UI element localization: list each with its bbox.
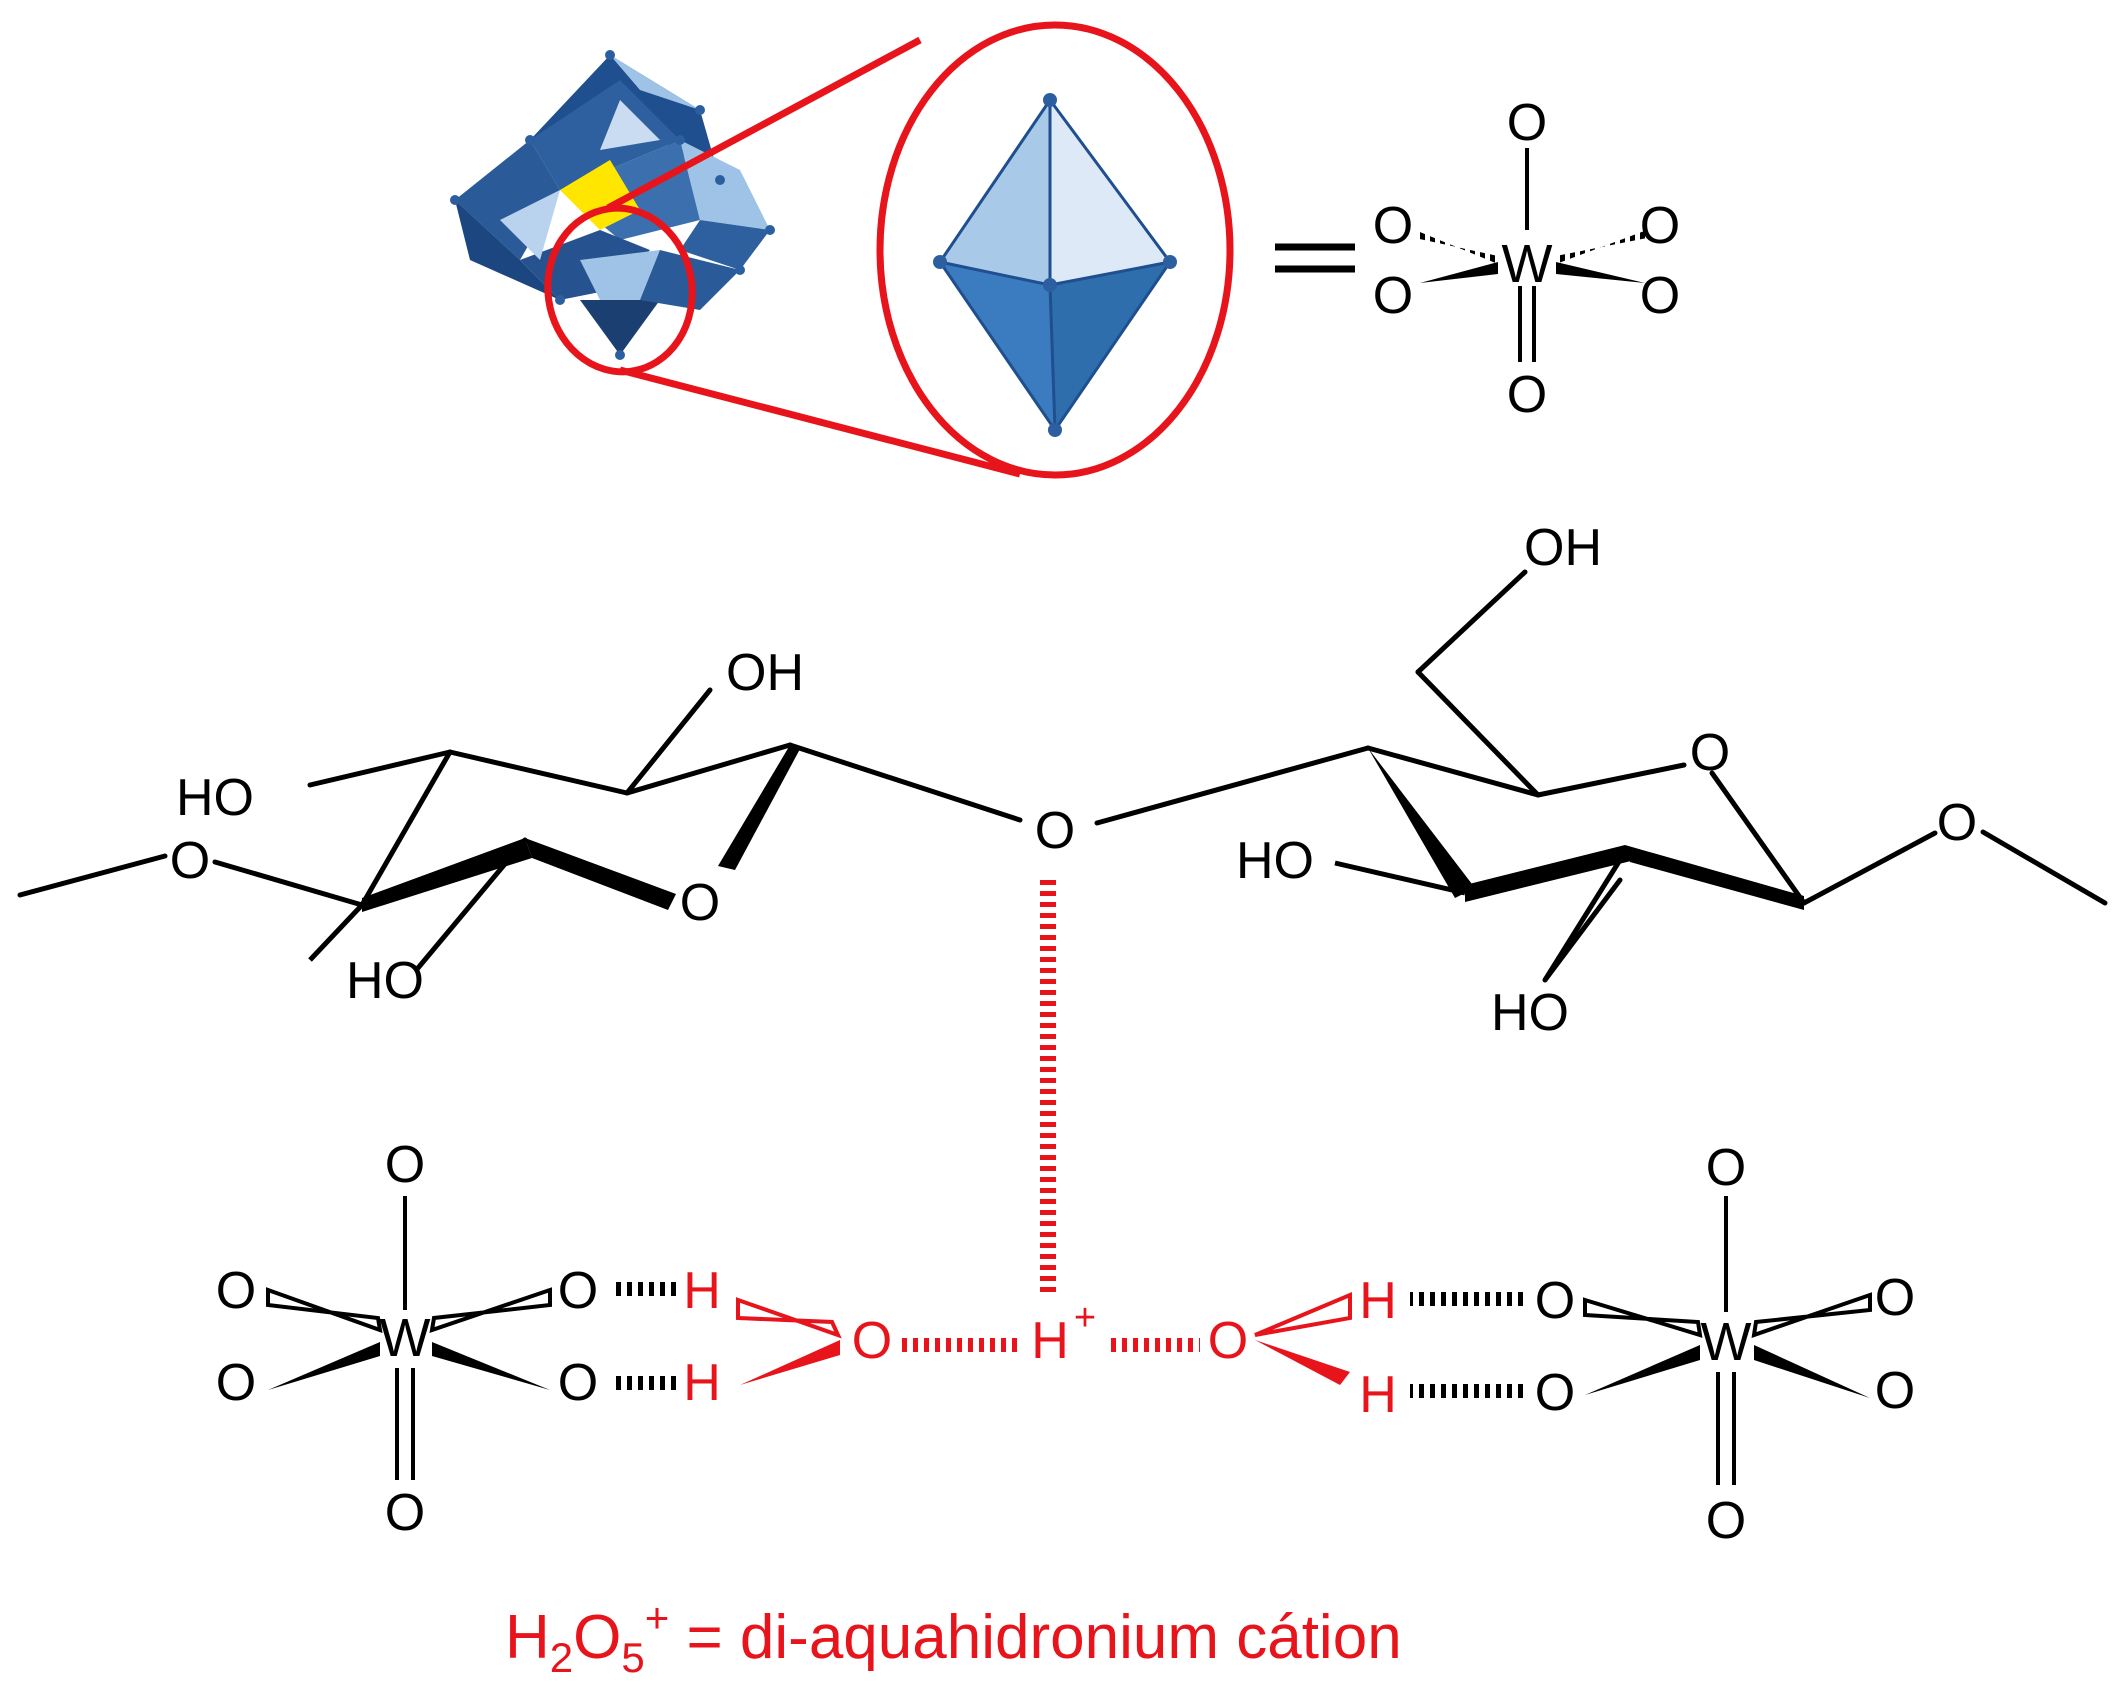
- right-water-o: O: [1208, 1312, 1248, 1370]
- right-water-h-lower: H: [1359, 1366, 1397, 1424]
- hbond-left-lower: [612, 1376, 682, 1390]
- left-water-h-lower: H: [683, 1354, 721, 1412]
- right-water: O H H: [1208, 1272, 1397, 1424]
- left-w-oxo-left-front: O: [216, 1354, 256, 1412]
- hbond-right-upper: [1410, 1292, 1525, 1306]
- left-ho-left: HO: [176, 769, 254, 827]
- right-ring-o: O: [1690, 724, 1730, 782]
- top-wo6-formula: O O O O O W O: [1373, 94, 1680, 424]
- top-oxo-right-back: O: [1640, 197, 1680, 255]
- left-w-oxo-down: O: [385, 1484, 425, 1542]
- right-oh-top: OH: [1524, 519, 1602, 577]
- caption: H2O5+ = di-aquahidronium cátion: [505, 1594, 1402, 1681]
- right-w-oxo-left-front: O: [1535, 1364, 1575, 1422]
- zoom-callout: [544, 21, 1234, 479]
- right-w-oxo-right-front: O: [1875, 1362, 1915, 1420]
- hbond-proton-o-right: [1110, 1338, 1200, 1352]
- large-zoom-circle: [876, 21, 1234, 479]
- left-water: H H O: [683, 1262, 892, 1412]
- glycosidic-bridge-o: O: [1035, 802, 1075, 860]
- central-proton-h: H: [1031, 1312, 1069, 1370]
- left-w-oxo-right-back: O: [558, 1262, 598, 1320]
- hbond-o-proton-left: [902, 1338, 1022, 1352]
- disaccharide-wedges: [362, 745, 1804, 912]
- right-tungsten: W: [1701, 1312, 1752, 1372]
- right-chain-o: O: [1937, 794, 1977, 852]
- hbond-left-upper: [612, 1282, 682, 1296]
- caption-sub5: 5: [621, 1634, 644, 1681]
- right-w-oxo-up: O: [1706, 1139, 1746, 1197]
- right-w-oxo-right-back: O: [1875, 1269, 1915, 1327]
- equals-sign: [1275, 243, 1355, 273]
- left-tungsten: W: [380, 1308, 431, 1368]
- top-oxo-up: O: [1507, 94, 1547, 152]
- right-w-oxo-left-back: O: [1535, 1272, 1575, 1330]
- disaccharide-extra-bonds: [308, 850, 1628, 982]
- left-wo6: O O O O O W O: [216, 1136, 598, 1542]
- left-oh-top: OH: [726, 644, 804, 702]
- left-water-h-upper: H: [683, 1262, 721, 1320]
- right-ho-left: HO: [1236, 832, 1314, 890]
- caption-sup: +: [645, 1594, 670, 1641]
- left-chain-o: O: [170, 832, 210, 890]
- left-ring-o: O: [680, 874, 720, 932]
- wo6-octahedron: [933, 93, 1177, 437]
- left-w-oxo-up: O: [385, 1136, 425, 1194]
- disaccharide: [17, 569, 2108, 983]
- left-water-o: O: [852, 1312, 892, 1370]
- hbond-right-lower: [1410, 1384, 1525, 1398]
- right-w-oxo-down: O: [1706, 1492, 1746, 1550]
- caption-text: = di-aquahidronium cátion: [669, 1603, 1401, 1672]
- top-oxo-left-front: O: [1373, 267, 1413, 325]
- left-w-oxo-left-back: O: [216, 1262, 256, 1320]
- caption-o: O: [573, 1603, 621, 1672]
- right-wo6: O O O O O W O: [1535, 1139, 1915, 1550]
- caption-sub2: 2: [550, 1634, 573, 1681]
- right-ho-bottom: HO: [1491, 984, 1569, 1042]
- vertical-hydrogen-bond: [1040, 880, 1056, 1295]
- top-oxo-right-front: O: [1640, 267, 1680, 325]
- left-ho-bottom: HO: [346, 952, 424, 1010]
- caption-h: H: [505, 1603, 550, 1672]
- left-w-oxo-right-front: O: [558, 1354, 598, 1412]
- central-proton-charge: +: [1074, 1297, 1096, 1339]
- top-oxo-left-back: O: [1373, 197, 1413, 255]
- top-tungsten: W: [1502, 234, 1553, 294]
- right-water-h-upper: H: [1359, 1272, 1397, 1330]
- top-oxo-down: O: [1507, 366, 1547, 424]
